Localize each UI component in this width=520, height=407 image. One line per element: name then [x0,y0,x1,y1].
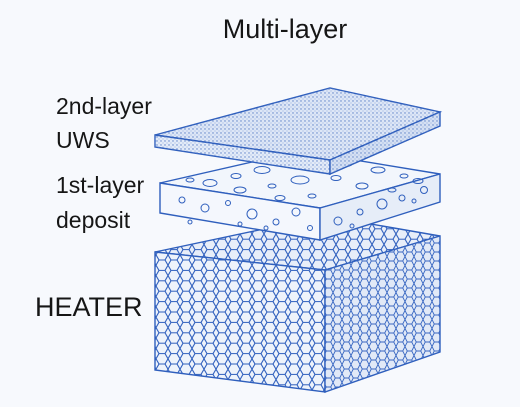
heater-block [154,215,441,393]
first-layer-sublabel: deposit [56,207,131,233]
heater-label: HEATER [35,292,143,322]
second-layer-label: 2nd-layer [56,93,152,119]
diagram-title: Multi-layer [222,14,348,44]
uws-layer [154,87,443,176]
deposit-layer [159,150,441,241]
first-layer-label: 1st-layer [56,172,145,198]
second-layer-sublabel: UWS [56,127,110,153]
